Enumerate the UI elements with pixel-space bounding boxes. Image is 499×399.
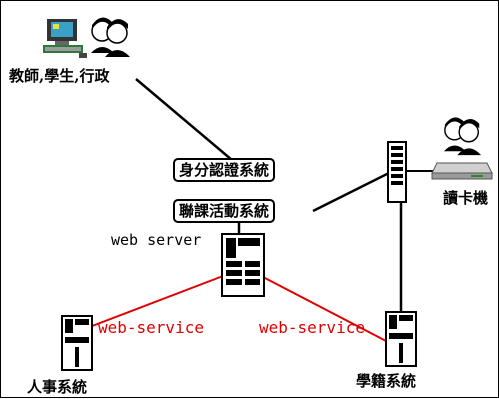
webserver-to-hr-web-service-line	[78, 275, 224, 332]
web-server-label: web server	[111, 231, 202, 249]
web-service-label-right: web-service	[259, 318, 365, 337]
webserver-to-registrar-web-service-line	[262, 276, 387, 342]
computer-icon	[43, 19, 87, 58]
users-icon	[91, 17, 130, 57]
registrar-system-label: 學籍系統	[356, 372, 417, 390]
card-reader-label: 讀卡機	[443, 189, 489, 207]
users-label: 教師,學生,行政	[9, 67, 110, 85]
identity-system-box: 身分認證系統	[173, 158, 276, 182]
card-reader-icon	[431, 162, 493, 180]
rack-server-icon	[387, 141, 407, 203]
course-activity-system-box: 聯課活動系統	[173, 199, 276, 223]
web-server-icon	[221, 233, 265, 297]
users-to-system-line	[135, 78, 246, 172]
registrar-server-icon	[385, 311, 417, 367]
hr-system-label: 人事系統	[27, 378, 88, 396]
web-service-label-left: web-service	[98, 318, 204, 337]
card-users-icon	[443, 117, 482, 156]
system-to-rack-server-line	[312, 171, 390, 213]
hr-server-icon	[61, 315, 93, 371]
